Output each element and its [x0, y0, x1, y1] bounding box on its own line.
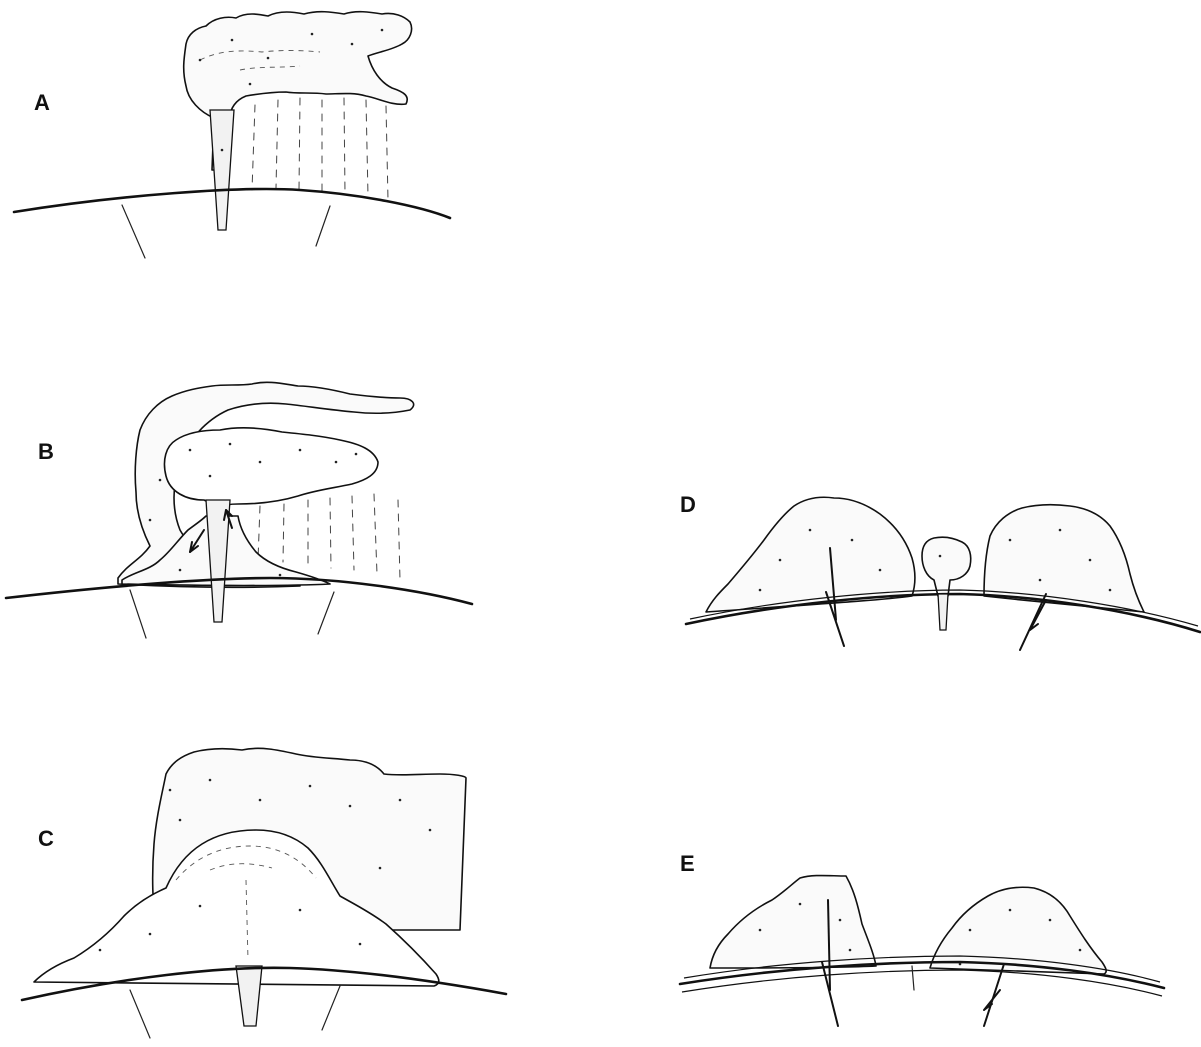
panel-c-drawing [22, 748, 506, 1038]
panel-d-middle-plume [922, 537, 971, 596]
panel-a-ash-fall [252, 98, 388, 200]
panel-a-drawing [14, 12, 450, 258]
panel-d-left-mound [706, 497, 915, 612]
panel-e-drawing [680, 876, 1164, 1027]
panel-b-conduit [206, 500, 230, 622]
panel-a-ground-surface [14, 189, 450, 218]
panel-e-fault-right [984, 964, 1004, 1026]
panel-b-inner-cloud [164, 428, 378, 510]
panel-c-conduit [236, 966, 262, 1026]
panel-e-left-deposit [710, 876, 876, 969]
panel-b-drawing [6, 382, 472, 638]
panel-a-conduit [210, 110, 234, 230]
panel-d-drawing [686, 497, 1200, 650]
panel-d-fault-right [1020, 594, 1046, 650]
